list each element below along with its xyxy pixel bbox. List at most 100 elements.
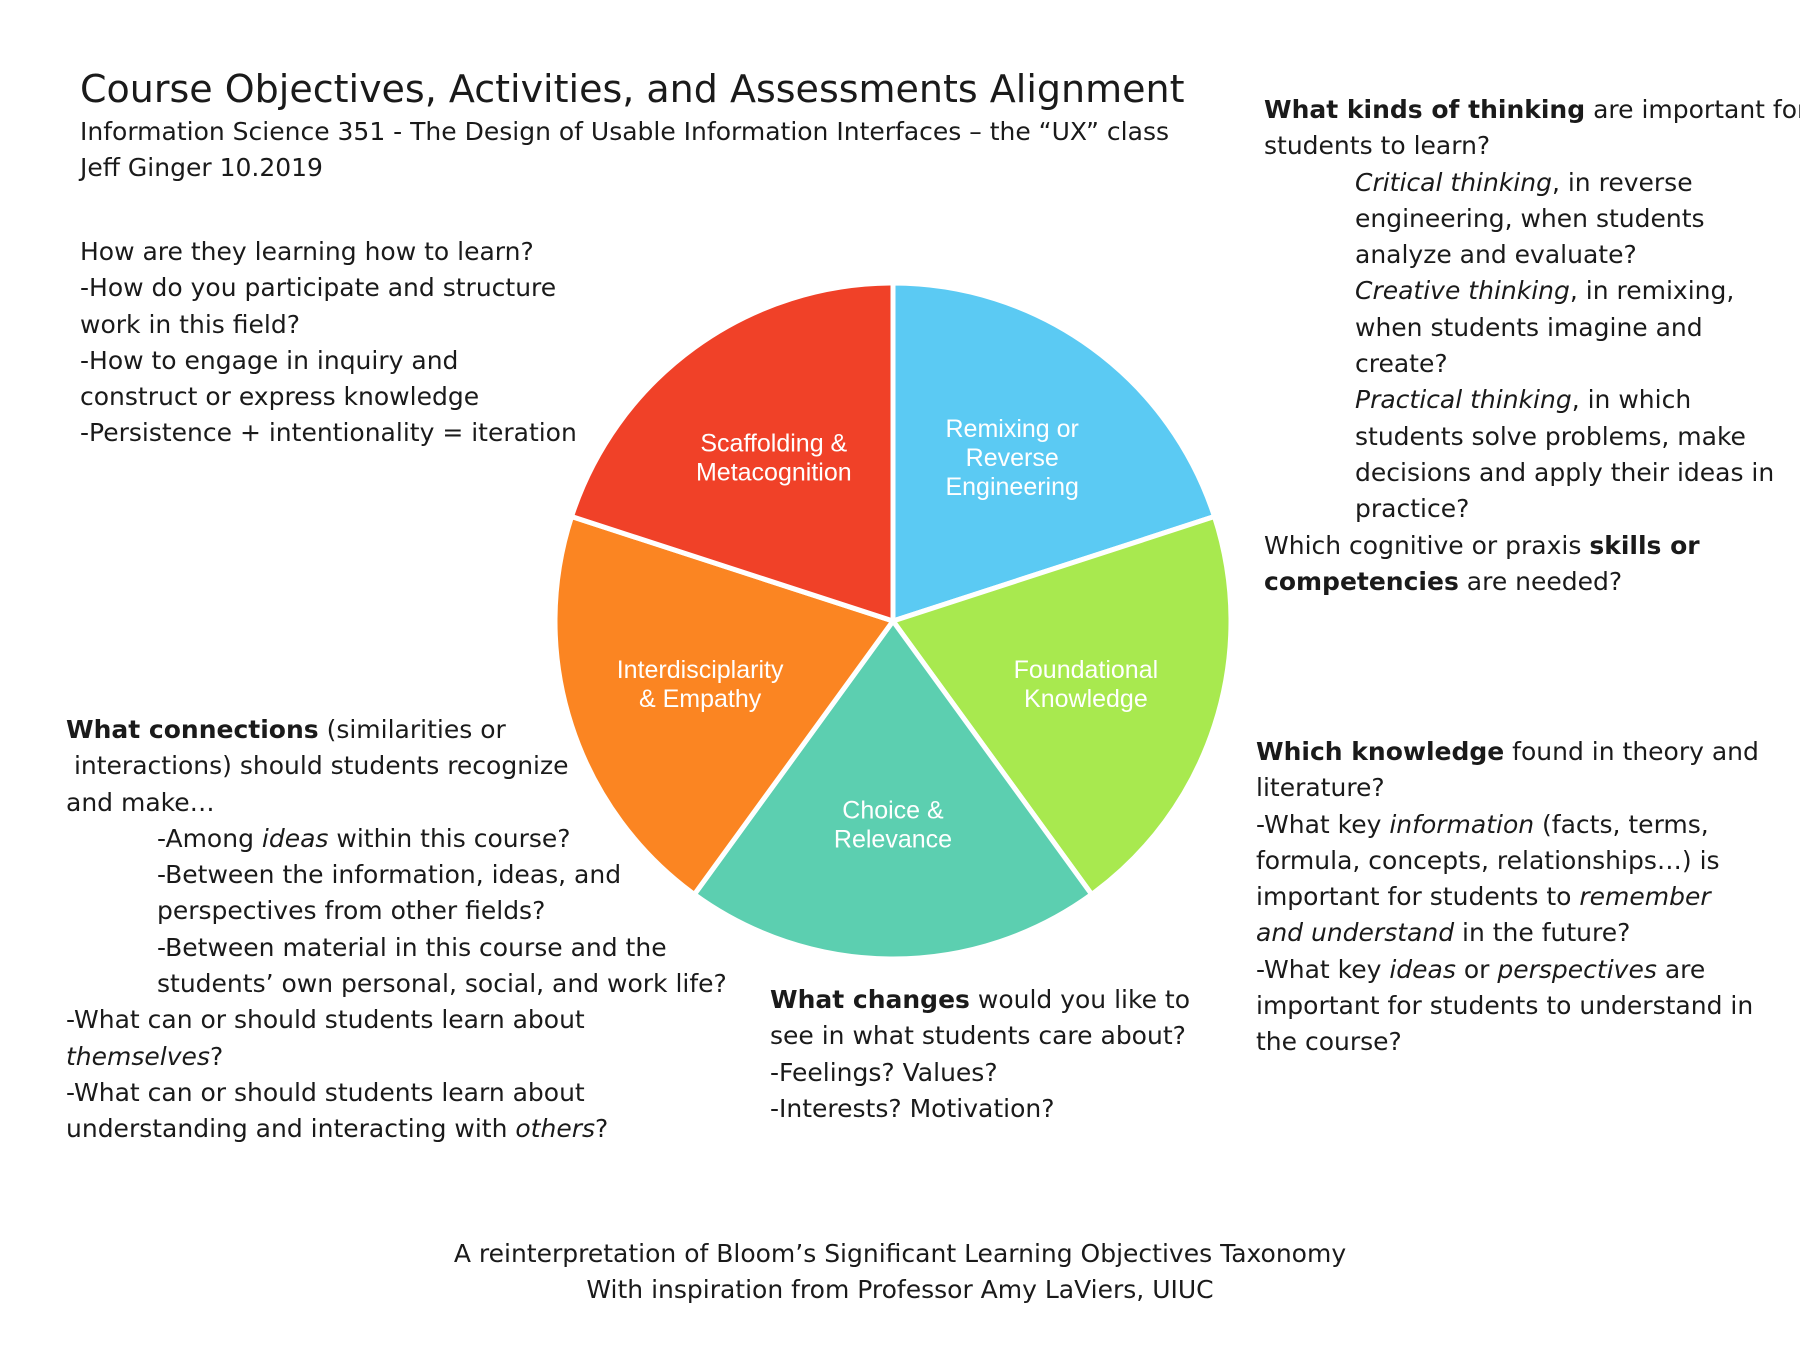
kinds-of-thinking-block: What kinds of thinking are important for… (1264, 92, 1800, 600)
knowledge-item-line: and understand in the future? (1256, 915, 1759, 951)
self-learning-question-line: themselves? (66, 1039, 727, 1075)
remember-emphasis: remember (1579, 882, 1711, 912)
creative-thinking-line: when students imagine and (1355, 312, 1703, 342)
knowledge-item-start: -What key (1256, 809, 1390, 839)
knowledge-question-line: literature? (1256, 773, 1385, 803)
wheel-segment-label: Choice &Relevance (834, 796, 952, 853)
creative-thinking-line: create? (1355, 349, 1448, 379)
knowledge-item-line-start: important for students to (1256, 882, 1580, 912)
knowledge-item-line: important for students to remember (1256, 879, 1759, 915)
wheel-segment-label-line: Choice & (842, 796, 944, 824)
subtitle-author-date: Jeff Ginger 10.2019 (80, 153, 323, 183)
others-emphasis: others (515, 1114, 596, 1144)
themselves-emphasis: themselves (66, 1041, 210, 1071)
knowledge-item-line: important for students to understand in (1256, 991, 1754, 1021)
creative-thinking: Creative thinking, in remixing, (1355, 273, 1800, 309)
knowledge-question-rest: found in theory and (1504, 737, 1759, 766)
thinking-question-emphasis: What kinds of thinking (1264, 95, 1586, 124)
wheel-segment-label-line: Foundational (1014, 656, 1159, 684)
learning-line: work in this field? (80, 309, 300, 339)
changes-block: What changes would you like to see in wh… (770, 982, 1190, 1127)
connection-item-end: within this course? (328, 823, 571, 853)
wheel-segment-label: Scaffolding &Metacognition (696, 429, 852, 486)
learning-line: construct or express knowledge (80, 382, 480, 412)
connection-item-line: perspectives from other fields? (157, 896, 546, 926)
learning-how-to-learn-block: How are they learning how to learn? -How… (80, 234, 577, 452)
connections-question: What connections (similarities or (66, 712, 727, 748)
critical-thinking-term: Critical thinking (1355, 167, 1552, 197)
learning-line: -Persistence + intentionality = iteratio… (80, 418, 577, 448)
wheel-segment-remixing (890, 280, 1217, 624)
knowledge-item-line: formula, concepts, relationships…) is (1256, 845, 1720, 875)
information-emphasis: information (1389, 809, 1535, 839)
self-learning-question: -What can or should students learn about (66, 1005, 585, 1035)
skills-question: Which cognitive or praxis skills or (1264, 528, 1800, 564)
wheel-segment-interdisciplinarity (552, 514, 896, 897)
wheel-segment-label-line: Relevance (834, 825, 952, 853)
changes-item: -Interests? Motivation? (770, 1093, 1055, 1123)
skills-question-emphasis: skills or (1589, 530, 1700, 560)
skills-question-line2: competencies are needed? (1264, 564, 1800, 600)
connections-list: -Among ideas within this course? -Betwee… (66, 821, 727, 1002)
critical-thinking-rest: , in reverse (1551, 167, 1693, 197)
subtitle-course: Information Science 351 - The Design of … (80, 117, 1169, 146)
practical-thinking: Practical thinking, in which (1355, 382, 1800, 418)
competencies-emphasis: competencies (1264, 566, 1459, 596)
changes-question-rest: would you like to (969, 985, 1191, 1014)
creative-thinking-term: Creative thinking (1355, 276, 1570, 306)
others-learning-start: understanding and interacting with (66, 1114, 516, 1144)
creative-thinking-rest: , in remixing, (1569, 276, 1735, 306)
thinking-question: What kinds of thinking are important for (1264, 92, 1800, 128)
knowledge-item-start: -What key (1256, 954, 1390, 984)
wheel-segment-label-line: & Empathy (639, 685, 762, 713)
knowledge-emphasis: Which knowledge (1256, 737, 1505, 766)
wheel-segment-label-line: Metacognition (696, 458, 852, 486)
footer-line: With inspiration from Professor Amy LaVi… (586, 1275, 1214, 1305)
wheel-segment-scaffolding (569, 280, 896, 624)
connections-question-line: interactions) should students recognize (66, 751, 569, 781)
critical-thinking: Critical thinking, in reverse (1355, 165, 1800, 201)
perspectives-emphasis: perspectives (1497, 954, 1657, 984)
connections-emphasis: What connections (66, 715, 319, 744)
thinking-question-rest: are important for (1585, 95, 1800, 124)
critical-thinking-line: engineering, when students (1355, 203, 1705, 233)
connections-question-line: and make… (66, 787, 215, 817)
learning-heading: How are they learning how to learn? (80, 237, 534, 266)
practical-thinking-line: practice? (1355, 494, 1470, 524)
wheel-segment-choice (691, 618, 1095, 962)
wheel-segment-label-line: Interdisciplarity (617, 656, 784, 684)
wheel-segment-label: Interdisciplarity& Empathy (617, 656, 784, 713)
knowledge-block: Which knowledge found in theory and lite… (1256, 734, 1759, 1061)
wheel-segment-foundational (890, 514, 1234, 897)
practical-thinking-line: students solve problems, make (1355, 421, 1746, 451)
wheel-segment-label-line: Reverse (966, 444, 1059, 472)
self-learning-end: ? (209, 1041, 224, 1071)
others-learning-end: ? (595, 1114, 609, 1144)
ideas-emphasis: ideas (1389, 954, 1456, 984)
wheel-segment-label-line: Remixing or (946, 415, 1079, 443)
critical-thinking-line: analyze and evaluate? (1355, 240, 1637, 270)
changes-question: What changes would you like to (770, 982, 1190, 1018)
connections-block: What connections (similarities or intera… (66, 712, 727, 1148)
ideas-emphasis: ideas (261, 823, 329, 853)
knowledge-item-line: the course? (1256, 1027, 1402, 1057)
changes-emphasis: What changes (770, 985, 970, 1014)
learning-line: -How do you participate and structure (80, 273, 557, 303)
thinking-types-list: Critical thinking, in reverse engineerin… (1264, 165, 1800, 528)
understand-emphasis: and understand (1256, 918, 1455, 948)
connection-item: -Between the information, ideas, and (157, 860, 622, 890)
wheel-segment-label-line: Knowledge (1024, 685, 1148, 713)
others-learning-question-line: understanding and interacting with other… (66, 1111, 727, 1147)
knowledge-item: -What key ideas or perspectives are (1256, 952, 1759, 988)
skills-question-end: are needed? (1458, 566, 1623, 596)
knowledge-question: Which knowledge found in theory and (1256, 734, 1759, 770)
footer-line: A reinterpretation of Bloom’s Significan… (453, 1239, 1347, 1268)
knowledge-item-end: (facts, terms, (1534, 809, 1709, 839)
subtitle: Information Science 351 - The Design of … (80, 114, 1169, 187)
connection-item-line: students’ own personal, social, and work… (157, 969, 727, 999)
changes-item: -Feelings? Values? (770, 1057, 998, 1087)
learning-line: -How to engage in inquiry and (80, 345, 459, 375)
